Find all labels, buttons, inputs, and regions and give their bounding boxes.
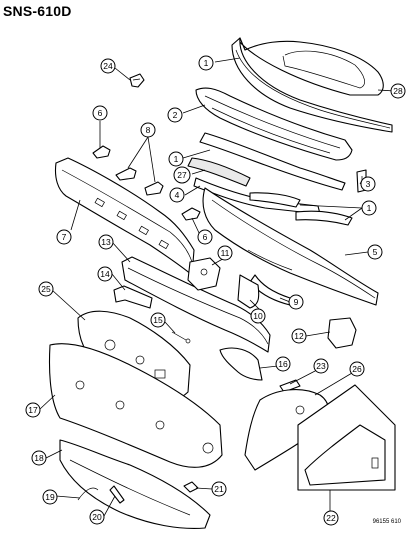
callout-label: 26 [352, 364, 362, 374]
callout-c14: 14 [97, 266, 113, 282]
callout-c10: 10 [250, 308, 266, 324]
callout-c23: 23 [313, 358, 329, 374]
part-11-bracket[interactable] [187, 257, 221, 291]
callout-label: 5 [373, 247, 378, 257]
callout-label: 14 [100, 269, 110, 279]
part-28-upper-cowl-top[interactable] [237, 37, 384, 96]
callout-label: 15 [153, 315, 163, 325]
callout-label: 1 [367, 203, 372, 213]
callout-c6b: 6 [197, 229, 213, 245]
part-16-wheelhouse[interactable] [219, 347, 263, 381]
callout-c1a: 1 [198, 55, 214, 71]
part-24-clip[interactable] [129, 73, 145, 88]
part-1-cowl-strip-upper[interactable] [231, 37, 393, 133]
callout-c18: 18 [31, 450, 47, 466]
callout-c2: 2 [167, 107, 183, 123]
part-23-bracket[interactable] [279, 379, 301, 393]
callout-c9: 9 [288, 294, 304, 310]
callout-label: 13 [101, 237, 111, 247]
callout-label: 21 [214, 484, 224, 494]
part-21-plug[interactable] [183, 481, 199, 493]
callout-c12: 12 [291, 328, 307, 344]
callout-label: 23 [316, 361, 326, 371]
part-7-instrument-panel-support[interactable] [54, 157, 195, 276]
callout-c13: 13 [98, 234, 114, 250]
part-12-bracket[interactable] [327, 317, 357, 349]
callout-label: 1 [204, 58, 209, 68]
callout-label: 6 [98, 108, 103, 118]
callout-c5: 5 [367, 244, 383, 260]
callout-c26: 26 [349, 361, 365, 377]
callout-label: 18 [34, 453, 44, 463]
callout-c17: 17 [25, 402, 41, 418]
part-8-brackets[interactable] [115, 167, 164, 196]
part-1-cowl-strip-middle[interactable] [199, 132, 346, 191]
callout-c6a: 6 [92, 105, 108, 121]
callout-c15: 15 [150, 312, 166, 328]
part-18-floor-pan[interactable] [59, 439, 211, 529]
callout-label: 28 [393, 86, 403, 96]
callout-c22: 22 [323, 510, 339, 526]
callout-c24: 24 [100, 58, 116, 74]
callout-c28: 28 [390, 83, 406, 99]
callout-label: 16 [278, 359, 288, 369]
part-20-strip[interactable] [109, 485, 125, 504]
callout-label: 7 [62, 232, 67, 242]
callout-label: 10 [253, 311, 263, 321]
callout-label: 20 [92, 512, 102, 522]
diagram-id: SNS-610D [3, 3, 72, 19]
part-5-lower-cowl-panel[interactable] [202, 187, 379, 306]
callout-label: 1 [174, 154, 179, 164]
callout-label: 19 [45, 492, 55, 502]
part-2-cowl-top-panel[interactable] [195, 87, 353, 161]
callout-label: 22 [326, 513, 336, 523]
figure-code: 96155 610 [372, 519, 401, 525]
callout-c25: 25 [38, 281, 54, 297]
part-6-clip-lower[interactable] [181, 207, 201, 221]
callout-label: 4 [175, 190, 180, 200]
callout-c19: 19 [42, 489, 58, 505]
callout-c16: 16 [275, 356, 291, 372]
part-15-screw[interactable] [171, 331, 191, 344]
part-13-plenum-bar[interactable] [121, 256, 271, 353]
callout-c1c: 1 [361, 200, 377, 216]
part-14-support[interactable] [113, 285, 153, 309]
callout-c21: 21 [211, 481, 227, 497]
callout-label: 17 [28, 405, 38, 415]
callout-label: 25 [41, 284, 51, 294]
callout-c7: 7 [56, 229, 72, 245]
part-6-clip-upper[interactable] [92, 145, 111, 159]
callout-c27: 27 [173, 166, 191, 184]
callout-c3: 3 [360, 176, 376, 192]
callout-label: 11 [221, 248, 230, 258]
callout-label: 2 [173, 110, 178, 120]
callout-label: 9 [294, 297, 299, 307]
callout-label: 3 [366, 179, 371, 189]
callout-label: 6 [203, 232, 208, 242]
callout-label: 8 [146, 125, 151, 135]
callout-label: 24 [103, 61, 113, 71]
part-22-inset-box[interactable] [297, 384, 396, 491]
callout-c4: 4 [169, 187, 185, 203]
part-1-seal-pieces[interactable] [249, 192, 353, 226]
callout-label: 12 [294, 331, 304, 341]
callout-c8: 8 [140, 122, 156, 138]
part-10-brace[interactable] [237, 274, 260, 309]
callout-label: 27 [177, 170, 187, 180]
part-17-lower-dash[interactable] [48, 343, 223, 468]
callout-c20: 20 [89, 509, 105, 525]
callout-c11: 11 [217, 245, 233, 261]
callout-c1b: 1 [168, 151, 184, 167]
part-27-seal-strip[interactable] [187, 157, 251, 187]
